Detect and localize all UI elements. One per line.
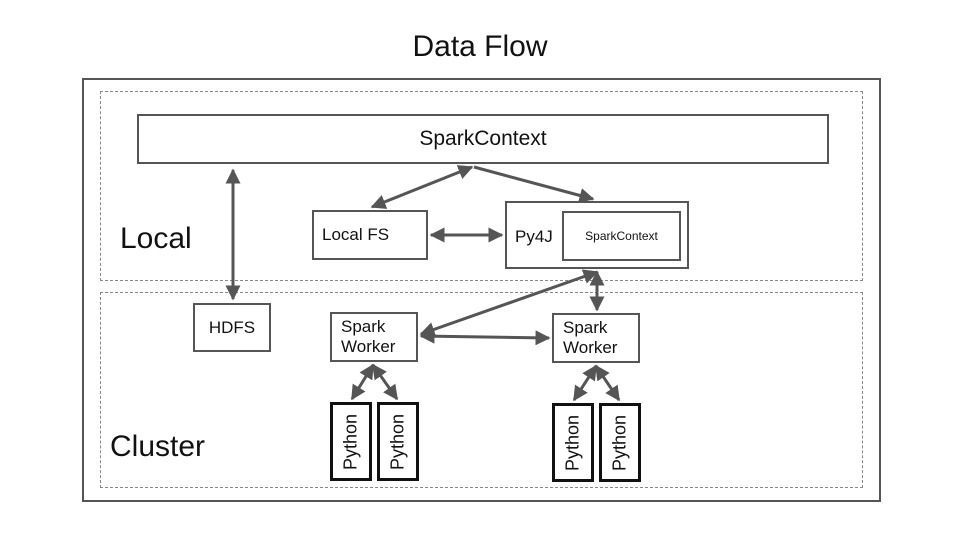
arrow-worker-2-python-3 [572,364,598,402]
diagram-title: Data Flow [412,30,548,63]
python-node-3: Python [552,403,594,482]
cluster-label: Cluster [110,430,206,463]
arrow-spark-context-py4j [473,165,595,203]
arrow-spark-context-local-fs [370,165,474,209]
spark-worker-1-node: Spark Worker [330,312,418,362]
spark-worker-1-label-line2: Worker [341,337,396,356]
arrow-worker-2-python-4 [594,364,621,402]
outer-frame [82,78,881,502]
local-fs-label: Local FS [322,225,390,244]
spark-worker-1-label-line1: Spark [341,317,386,336]
python-node-1: Python [330,402,372,481]
arrow-py4j-worker-1 [419,269,599,337]
spark-worker-2-label-line2: Worker [563,338,618,357]
python-node-2: Python [377,402,419,481]
py4j-spark-context-node: SparkContext [562,211,681,261]
arrow-worker-1-python-2 [371,363,399,401]
py4j-label: Py4J [515,227,553,246]
spark-context-label: SparkContext [419,127,547,150]
py4j-spark-context-label: SparkContext [585,229,658,243]
hdfs-node: HDFS [193,303,271,352]
hdfs-label: HDFS [208,317,256,337]
local-fs-node: Local FS [312,210,428,260]
python-node-4: Python [599,403,641,482]
arrow-worker-1-worker-2 [419,328,551,346]
local-label: Local [120,222,192,255]
spark-context-node: SparkContext [137,114,829,164]
arrow-worker-1-python-1 [350,363,375,401]
